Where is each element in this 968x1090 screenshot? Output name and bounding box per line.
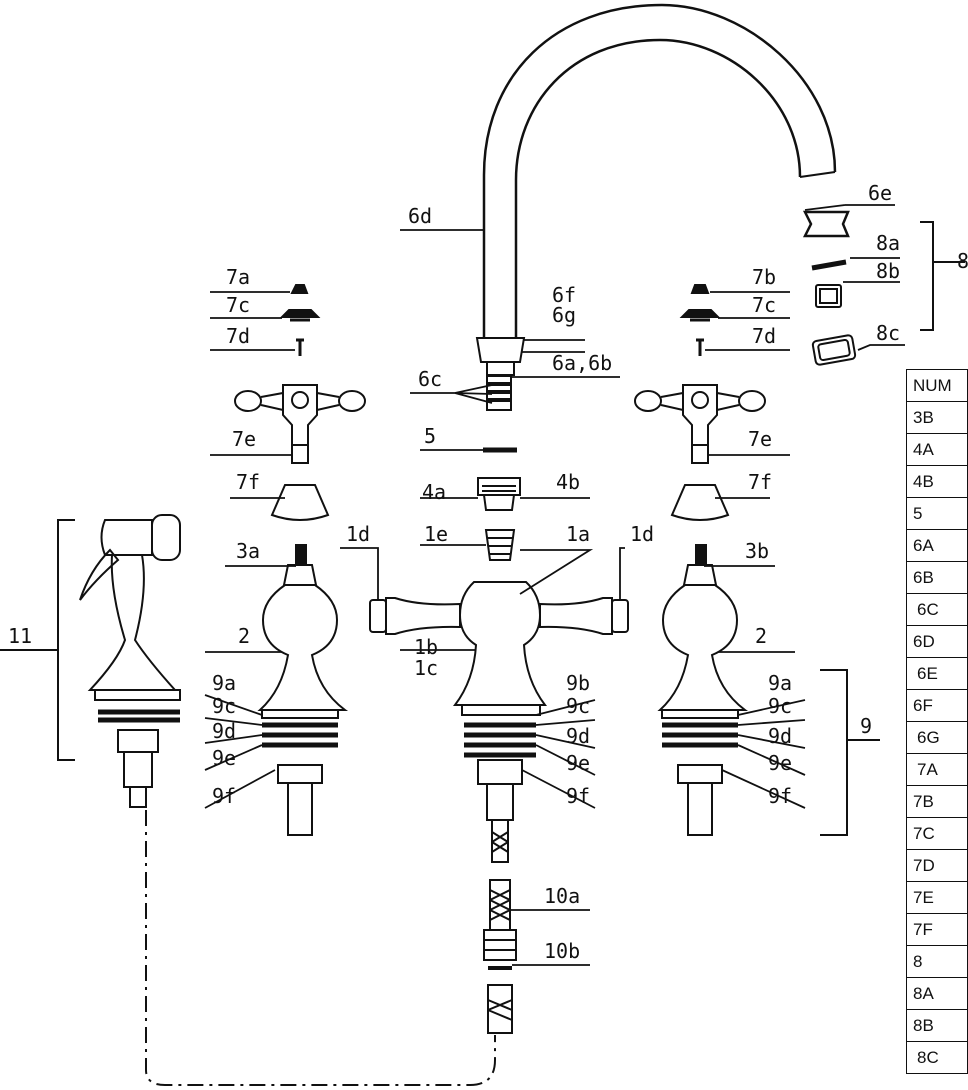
label-9f-left: 9f bbox=[212, 784, 236, 808]
label-7d-left: 7d bbox=[226, 324, 250, 348]
bracket-11 bbox=[57, 519, 75, 761]
spray-hose-dashed bbox=[145, 810, 496, 1086]
label-6e: 6e bbox=[868, 181, 892, 205]
label-1c: 1c bbox=[414, 656, 438, 680]
label-9d-left: 9d bbox=[212, 719, 236, 743]
label-8c: 8c bbox=[876, 321, 900, 345]
parts-number-table: NUM 3B 4A 4B 5 6A 6B 6C 6D 6E 6F 6G 7A 7… bbox=[906, 369, 968, 1074]
table-row: 6G bbox=[906, 721, 968, 754]
table-row: 8B bbox=[906, 1009, 968, 1042]
table-row: 8C bbox=[906, 1041, 968, 1074]
label-9a-left: 9a bbox=[212, 671, 236, 695]
center-parts bbox=[477, 447, 521, 561]
table-row: 7C bbox=[906, 817, 968, 850]
table-row: 4B bbox=[906, 465, 968, 498]
label-7e-left: 7e bbox=[232, 427, 256, 451]
label-1d-left: 1d bbox=[346, 522, 370, 546]
label-8: 8 bbox=[957, 249, 968, 273]
index-cap-parts bbox=[279, 284, 721, 356]
label-6f: 6f bbox=[552, 283, 576, 307]
label-3b: 3b bbox=[745, 539, 769, 563]
label-9b-middle: 9b bbox=[566, 671, 590, 695]
label-8b: 8b bbox=[876, 259, 900, 283]
valve-body-right bbox=[657, 584, 749, 836]
label-9c-left: 9c bbox=[212, 694, 236, 718]
bracket-9 bbox=[820, 669, 848, 836]
callout-labels: 6e 8a 8 8b 8c 6d 7a 7c 7d 7b 7c 7d 6f 6g… bbox=[8, 181, 968, 963]
table-row: 8 bbox=[906, 945, 968, 978]
table-row: 6A bbox=[906, 529, 968, 562]
label-9e-middle: 9e bbox=[566, 751, 590, 775]
valve-stems bbox=[282, 544, 718, 586]
table-row: 8A bbox=[906, 977, 968, 1010]
label-1a: 1a bbox=[566, 522, 590, 546]
label-6a-6b: 6a,6b bbox=[552, 351, 612, 375]
table-row: 7A bbox=[906, 753, 968, 786]
valve-body-left bbox=[257, 584, 349, 836]
table-row: 3B bbox=[906, 401, 968, 434]
label-9: 9 bbox=[860, 714, 872, 738]
label-9f-middle: 9f bbox=[566, 784, 590, 808]
label-2-right: 2 bbox=[755, 624, 767, 648]
label-2-left: 2 bbox=[238, 624, 250, 648]
label-1b: 1b bbox=[414, 635, 438, 659]
label-6c: 6c bbox=[418, 367, 442, 391]
table-row: 7B bbox=[906, 785, 968, 818]
label-9d-middle: 9d bbox=[566, 724, 590, 748]
label-9c-middle: 9c bbox=[566, 694, 590, 718]
label-9f-right: 9f bbox=[768, 784, 792, 808]
table-row: 6E bbox=[906, 657, 968, 690]
label-9a-right: 9a bbox=[768, 671, 792, 695]
label-1d-right: 1d bbox=[630, 522, 654, 546]
leader-lines bbox=[204, 204, 905, 966]
label-7d-right: 7d bbox=[752, 324, 776, 348]
table-row: 4A bbox=[906, 433, 968, 466]
label-7f-left: 7f bbox=[236, 470, 260, 494]
label-6g: 6g bbox=[552, 303, 576, 327]
label-7f-right: 7f bbox=[748, 470, 772, 494]
shrouds bbox=[270, 484, 730, 521]
label-7c-right: 7c bbox=[752, 293, 776, 317]
label-9e-left: 9e bbox=[212, 746, 236, 770]
label-9e-right: 9e bbox=[768, 751, 792, 775]
label-3a: 3a bbox=[236, 539, 260, 563]
label-6d: 6d bbox=[408, 204, 432, 228]
table-row: 5 bbox=[906, 497, 968, 530]
label-8a: 8a bbox=[876, 231, 900, 255]
label-1e: 1e bbox=[424, 522, 448, 546]
label-10b: 10b bbox=[544, 939, 580, 963]
label-9d-right: 9d bbox=[768, 724, 792, 748]
table-row: 6B bbox=[906, 561, 968, 594]
cross-handle-right bbox=[634, 384, 766, 464]
table-row: 7F bbox=[906, 913, 968, 946]
cross-handle-left bbox=[234, 384, 366, 464]
table-header-num: NUM bbox=[906, 369, 968, 402]
label-4b: 4b bbox=[556, 470, 580, 494]
table-row: 7D bbox=[906, 849, 968, 882]
label-9c-right: 9c bbox=[768, 694, 792, 718]
label-5: 5 bbox=[424, 424, 436, 448]
table-row: 7E bbox=[906, 881, 968, 914]
table-row: 6D bbox=[906, 625, 968, 658]
table-row: 6C bbox=[906, 593, 968, 626]
table-row: 6F bbox=[906, 689, 968, 722]
label-11: 11 bbox=[8, 624, 32, 648]
side-spray bbox=[79, 514, 181, 808]
label-7b-right: 7b bbox=[752, 265, 776, 289]
label-7c-left: 7c bbox=[226, 293, 250, 317]
label-4a: 4a bbox=[422, 480, 446, 504]
aerator-parts bbox=[802, 210, 965, 366]
label-10a: 10a bbox=[544, 884, 580, 908]
label-7a-left: 7a bbox=[226, 265, 250, 289]
label-7e-right: 7e bbox=[748, 427, 772, 451]
